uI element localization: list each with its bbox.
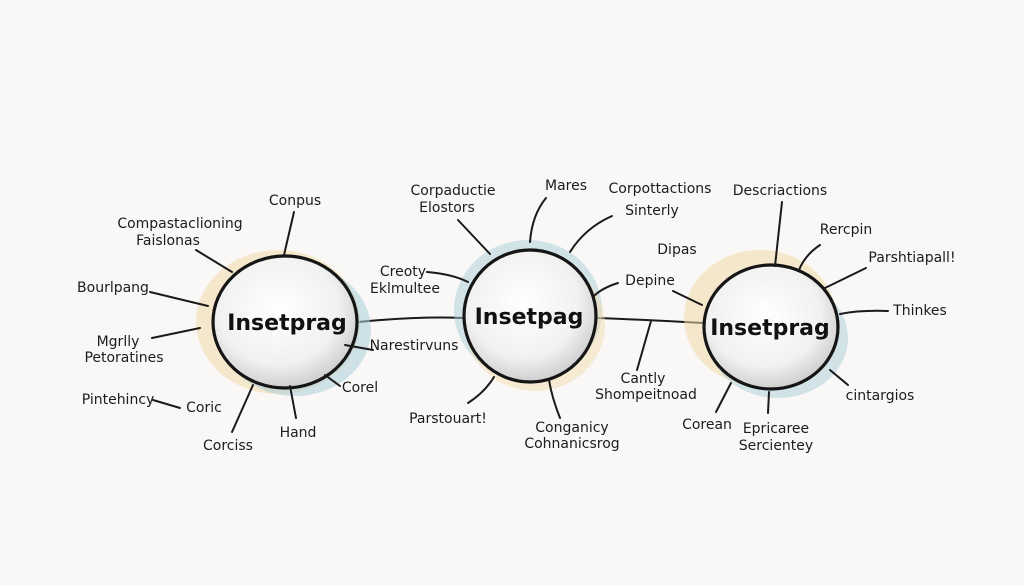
branch-line [149,291,209,307]
branch-line [774,201,783,267]
branch-line [715,382,732,413]
branch-label: Compastaclioning [117,216,242,232]
node-3-branches: Descriactions Rercpin Parshtiapall! Thin… [682,183,956,454]
branch-line [467,376,495,404]
node-label-2: Insetpag [475,305,584,330]
node-label-3: Insetprag [710,316,830,341]
node-label-1: Insetprag [227,311,347,336]
branch-label: Bourlpang [77,280,149,296]
branch-line [151,327,201,339]
branch-label: Descriactions [733,183,827,199]
branch-label: Depine [625,273,675,289]
branch-label: Mares [545,178,587,194]
branch-label: Thinkes [892,303,947,319]
branch-label: Corel [342,380,378,396]
branch-line [324,374,341,387]
branch-line [426,271,469,283]
branch-line [344,344,374,351]
branch-line [593,282,619,297]
branch-label: Creoty [380,264,426,280]
branch-line [672,290,703,306]
branch-label: Narestirvuns [370,338,459,354]
branch-label: Cantly [621,371,666,387]
branch-label: Sercientey [739,438,813,454]
branch-line [289,385,297,419]
branch-line [529,197,547,243]
branch-line [798,244,821,271]
branch-label: Corpottactions [609,181,712,197]
branch-label: Corpaductie [410,183,495,199]
node-2-branches: Corpaductie Elostors Mares Corpottaction… [370,178,711,452]
branch-line [231,384,254,433]
branch-label: Cohnanicsrog [524,436,619,452]
node-circle-3[interactable] [702,263,840,391]
branch-label: Coric [186,400,222,416]
branch-label: Parshtiapall! [868,250,955,266]
branch-label: Parstouart! [409,411,487,427]
branch-label: Conganicy [535,420,608,436]
branch-line [548,379,561,419]
branch-label: Shompeitnoad [595,387,697,403]
node-circle-1[interactable] [211,254,359,390]
branch-label: cintargios [846,388,915,404]
branch-line [636,320,652,371]
branch-label: Mgrlly [97,334,140,350]
branch-line [457,219,491,255]
node-1-branches: Compastaclioning Faislonas Conpus Bourlp… [77,193,458,454]
branch-label: Epricaree [743,421,809,437]
branch-line [824,267,867,289]
branch-label: Dipas [657,242,696,258]
branch-label: Corciss [203,438,253,454]
branch-line [283,211,295,256]
branch-label: Corean [682,417,732,433]
branch-label: Pintehincy [82,392,155,408]
branch-label: Elostors [419,200,475,216]
branch-line [195,249,233,273]
branch-line [767,391,770,414]
branch-label: Eklmultee [370,281,440,297]
branch-label: Petoratines [84,350,163,366]
branch-line [839,309,889,315]
connector-1-2 [357,316,464,323]
node-circle-2[interactable] [462,248,598,384]
branch-label: Hand [280,425,317,441]
branch-label: Sinterly [625,203,679,219]
branch-line [152,399,181,409]
branch-line [829,369,849,386]
branch-label: Rercpin [820,222,873,238]
branch-label: Conpus [269,193,321,209]
branch-line [569,215,613,253]
branch-label: Faislonas [136,233,200,249]
